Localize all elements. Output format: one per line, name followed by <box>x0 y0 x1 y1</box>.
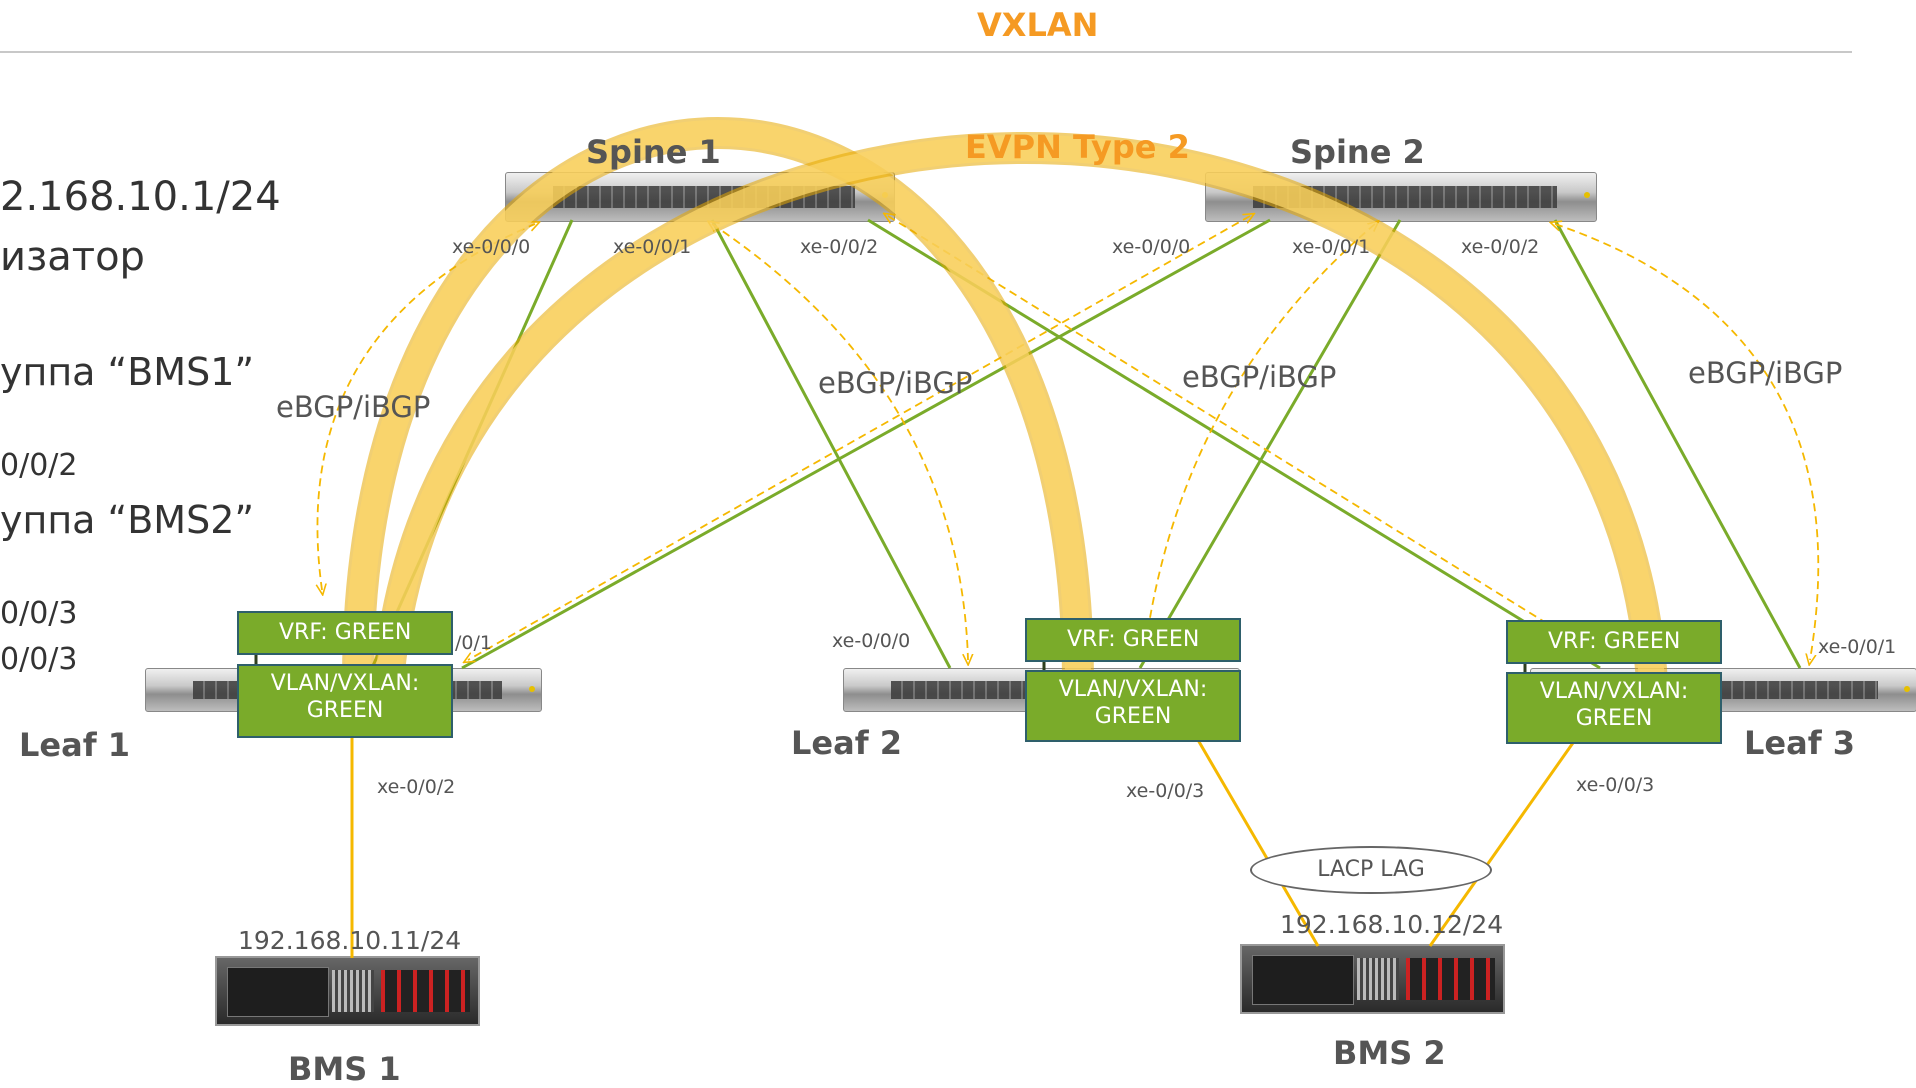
leaf1-port-2: xe-0/0/2 <box>377 776 456 798</box>
vxlan-tunnel-leaf1-leaf3-fill <box>375 135 1665 684</box>
leaf1-vlan-name: GREEN <box>306 698 384 723</box>
spine1-label: Spine 1 <box>586 133 721 171</box>
bms1-ip: 192.168.10.11/24 <box>238 926 462 955</box>
leaf3-vlan-box: VLAN/VXLAN: GREEN <box>1506 672 1722 744</box>
bms1-label: BMS 1 <box>288 1050 401 1088</box>
bgp-sessions <box>317 216 1820 660</box>
sidebar-line-group-bms1: уппа “BMS1” <box>0 350 255 394</box>
vxlan-tunnel-leaf1-leaf3 <box>372 132 1668 684</box>
leaf3-port-3: xe-0/0/3 <box>1576 774 1655 796</box>
leaf2-vlan-label: VLAN/VXLAN: <box>1058 677 1208 702</box>
leaf2-vlan-name: GREEN <box>1094 704 1172 729</box>
vxlan-tunnels <box>342 117 1668 684</box>
bgp-label-leaf2: eBGP/iBGP <box>818 366 973 400</box>
spine2-port-2: xe-0/0/2 <box>1461 236 1540 258</box>
bgp-label-leaf1: eBGP/iBGP <box>276 390 431 424</box>
leaf2-vrf-box: VRF: GREEN <box>1025 618 1241 662</box>
bms2-label: BMS 2 <box>1333 1034 1446 1072</box>
leaf1-vrf-box: VRF: GREEN <box>237 611 453 655</box>
bgp-spine2-leaf2 <box>1145 224 1375 650</box>
leaf3-label: Leaf 3 <box>1744 724 1856 762</box>
bgp-label-leaf3: eBGP/iBGP <box>1688 356 1843 390</box>
link-leaf3-bms2 <box>1428 739 1577 947</box>
access-links <box>350 738 1577 958</box>
leaf3-vrf-box: VRF: GREEN <box>1506 620 1722 664</box>
leaf1-label: Leaf 1 <box>19 726 131 764</box>
bms2-ip: 192.168.10.12/24 <box>1280 910 1504 939</box>
leaf3-vlan-label: VLAN/VXLAN: <box>1539 679 1689 704</box>
leaf3-vlan-name: GREEN <box>1575 706 1653 731</box>
spine1-port-1: xe-0/0/1 <box>613 236 692 258</box>
leaf2-port-3: xe-0/0/3 <box>1126 780 1205 802</box>
vxlan-tunnel-leaf1-leaf2-fill <box>345 120 1091 683</box>
leaf1-vlan-box: VLAN/VXLAN: GREEN <box>237 664 453 738</box>
bgp-spine2-leaf1 <box>468 216 1250 660</box>
sidebar-line-group-bms2: уппа “BMS2” <box>0 498 255 542</box>
bgp-spine2-leaf3 <box>1555 224 1820 660</box>
evpn-title: EVPN Type 2 <box>965 128 1190 166</box>
leaf1-vlan-label: VLAN/VXLAN: <box>270 671 420 696</box>
spine2-port-1: xe-0/0/1 <box>1292 236 1371 258</box>
spine1-port-2: xe-0/0/2 <box>800 236 879 258</box>
sidebar-line-role: изатор <box>0 234 145 280</box>
leaf1-port-1: /0/1 <box>455 632 492 654</box>
vxlan-title: VXLAN <box>977 6 1099 44</box>
sidebar-line-port-b: 0/0/3 <box>0 596 78 631</box>
link-leaf2-bms2 <box>1196 739 1320 947</box>
sidebar-line-port-c: 0/0/3 <box>0 642 78 677</box>
leaf2-port-0: xe-0/0/0 <box>832 630 911 652</box>
bms2-server <box>1240 944 1505 1014</box>
sidebar-line-ip: 2.168.10.1/24 <box>0 174 281 220</box>
bgp-label-spine2: eBGP/iBGP <box>1182 360 1337 394</box>
spine2-label: Spine 2 <box>1290 133 1425 171</box>
bgp-spine1-leaf3 <box>888 216 1590 650</box>
leaf2-label: Leaf 2 <box>791 724 903 762</box>
sidebar-line-port-a: 0/0/2 <box>0 448 78 483</box>
lacp-lag-oval: LACP LAG <box>1250 846 1492 894</box>
spine2-port-0: xe-0/0/0 <box>1112 236 1191 258</box>
leaf2-vlan-box: VLAN/VXLAN: GREEN <box>1025 670 1241 742</box>
link-spine2-leaf2 <box>1138 219 1402 669</box>
leaf3-port-1: xe-0/0/1 <box>1818 636 1897 658</box>
spine1-port-0: xe-0/0/0 <box>452 236 531 258</box>
bms1-server <box>215 956 480 1026</box>
